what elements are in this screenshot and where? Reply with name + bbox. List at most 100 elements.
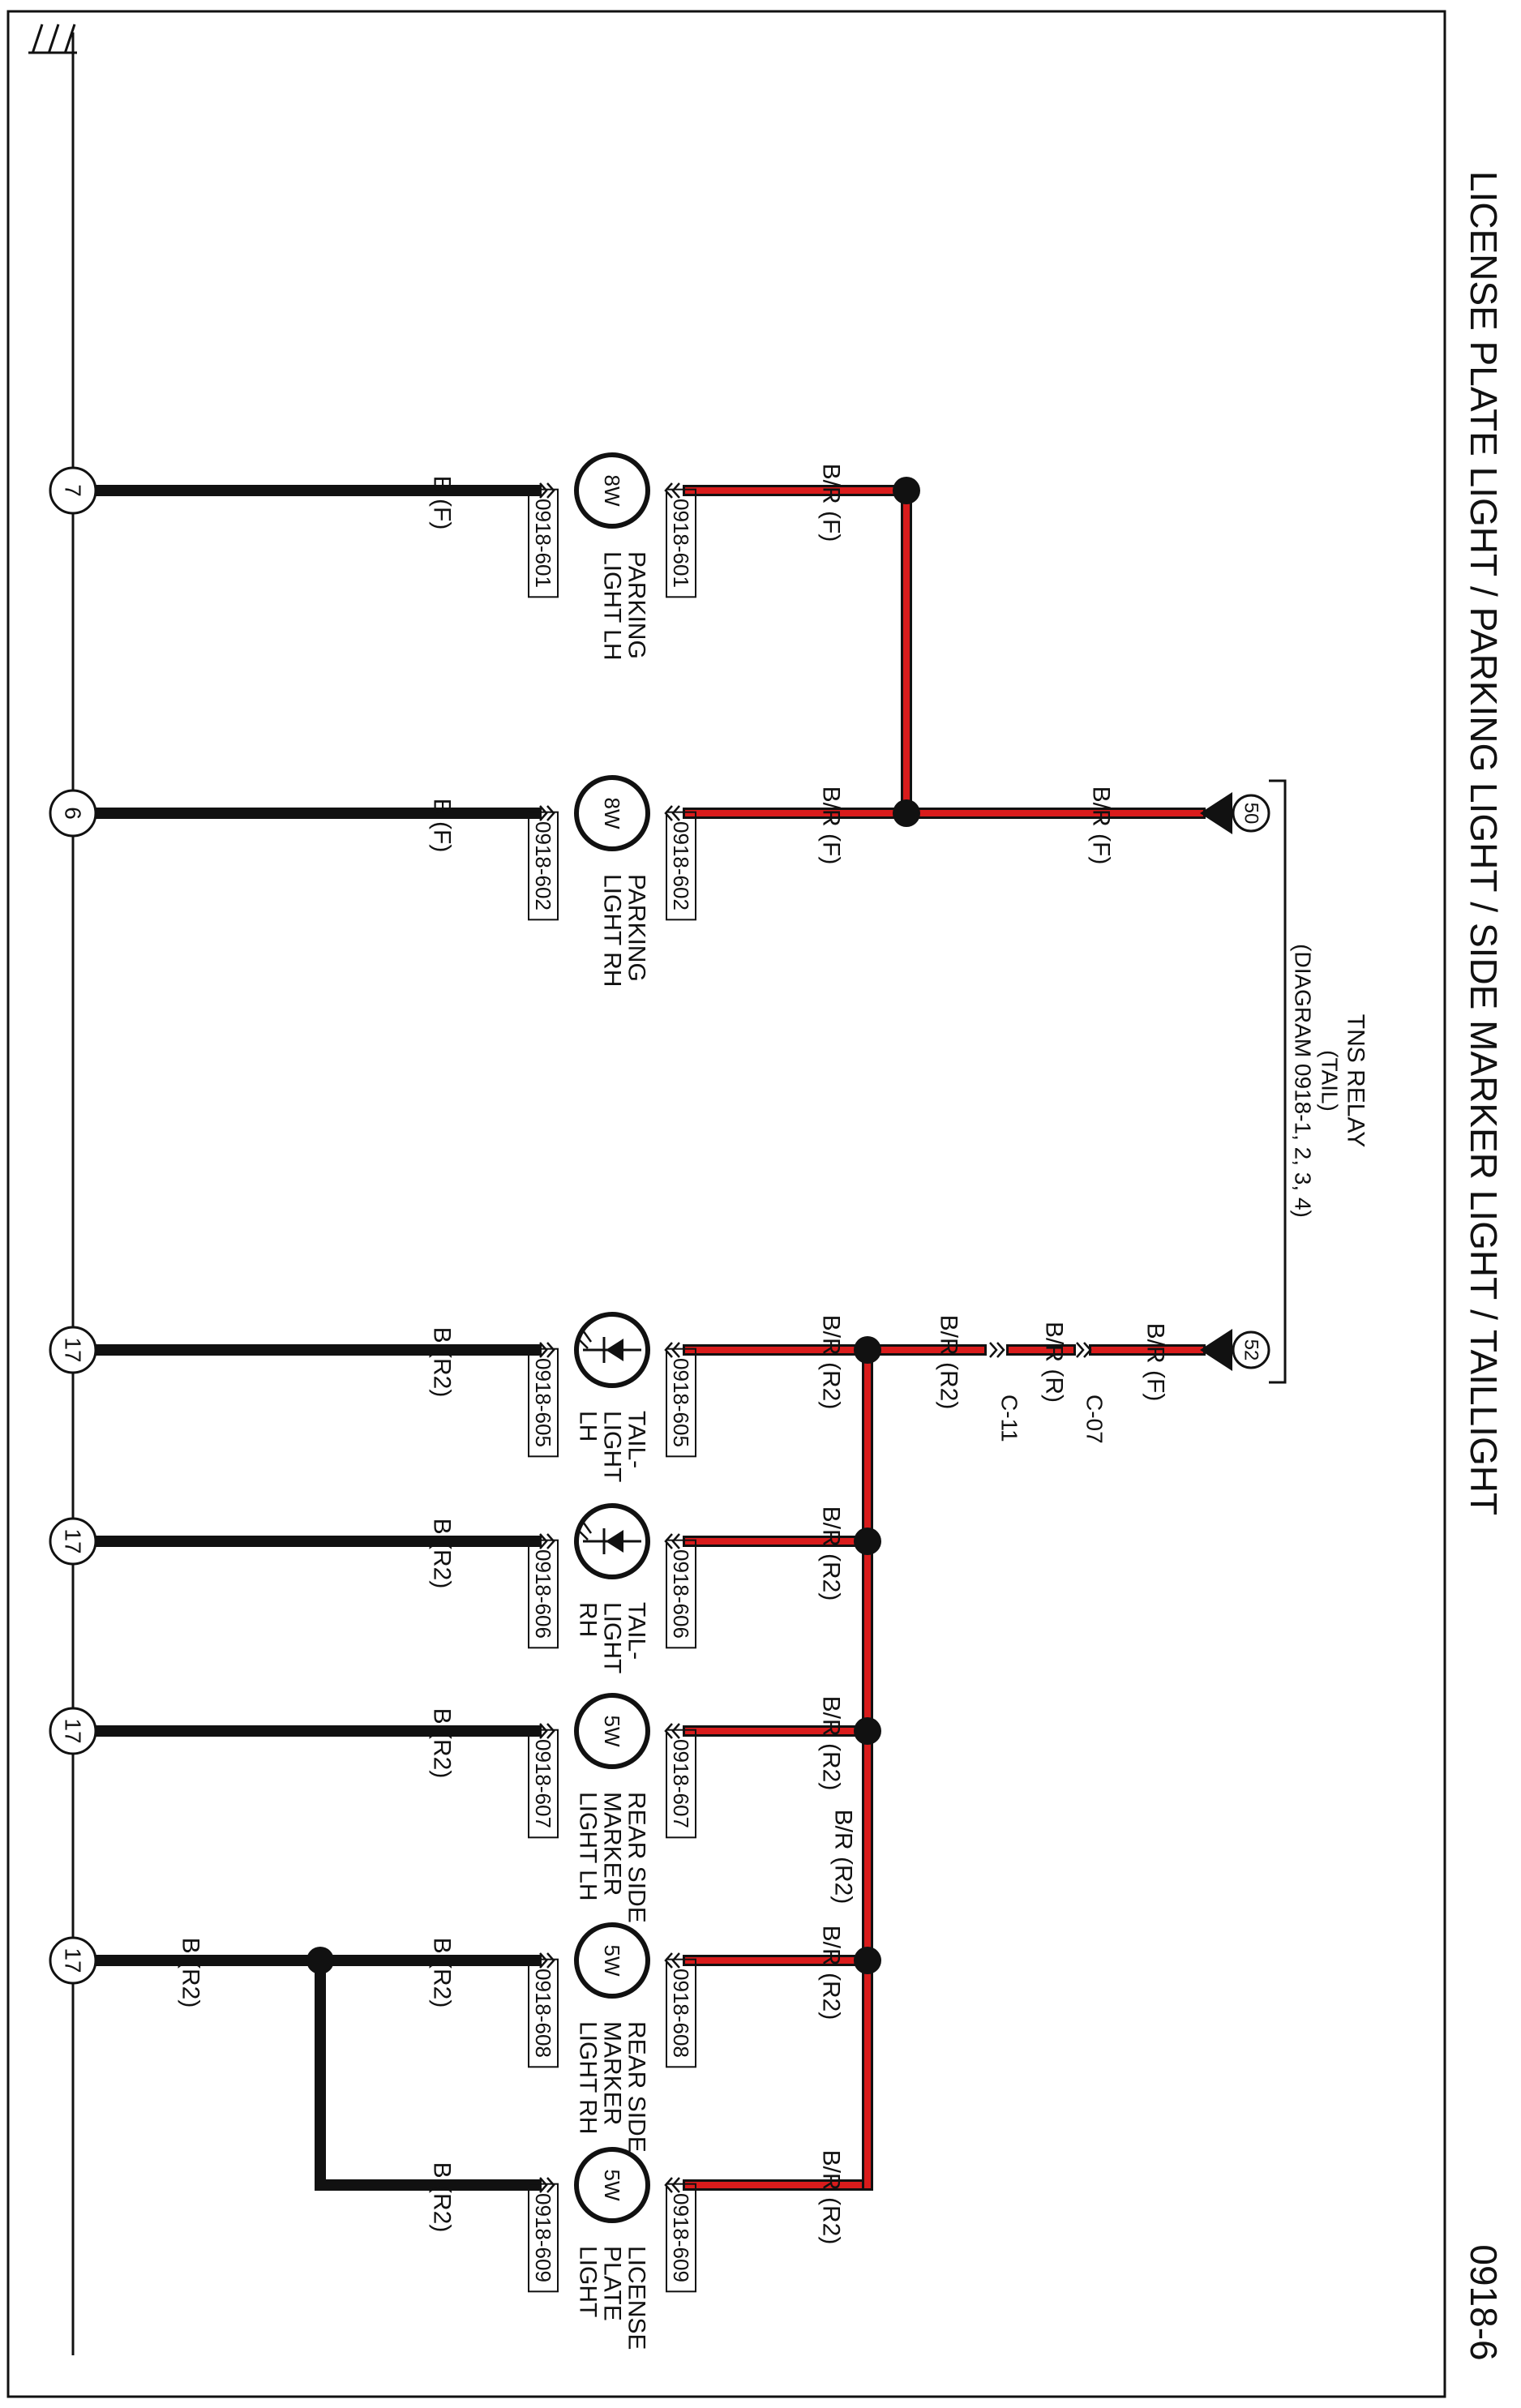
tail-lh-name-line-0: TAIL- [623,1411,650,1468]
parking-rh-power-connector-mark [664,805,680,821]
license-plate-name-line-2: LIGHT [575,2246,602,2317]
tail-rh-ground-connector-box [528,1539,559,1649]
side-marker-rh-lamp [574,1922,650,1999]
page-number: 0918-6 [1463,2244,1505,2360]
tail-lh-ground-connector-mark [539,1342,555,1358]
c11-connector-mark [989,1342,1005,1358]
c11-wire-label: B/R (R2) [936,1315,962,1410]
side-marker-lh-ground-connector-box [528,1729,559,1839]
side-marker-lh-name-line-1: MARKER [599,1792,626,1896]
tail-rh-name-line-2: RH [575,1602,602,1637]
side-marker-rh-ground-wire-label: B (R2) [429,1938,456,2008]
parking-lh-power-connector: 0918-601 [669,499,693,588]
parking-lh-ground-connector: 0918-601 [531,499,555,588]
parking-rh-power-wire-label: B/R (F) [818,786,845,865]
side-marker-rh-ground-connector: 0918-608 [531,1969,555,2058]
side-marker-lh-ground-connector-mark [539,1723,555,1739]
parking-rh-ground-connector-mark [539,805,555,821]
side-marker-lh-name-line-2: LIGHT LH [575,1792,602,1901]
ground-branch-junction [306,1947,334,1974]
side-marker-lh-power-wire-label: B/R (R2) [818,1696,845,1791]
tns-relay-pin-52-arrow [1200,1329,1232,1371]
side-marker-lh-wattage: 5W [600,1716,624,1747]
license-plate-ground-connector-mark [539,2177,555,2193]
c11-label: C-11 [997,1395,1022,1442]
side-marker-lh-name-line-0: REAR SIDE [623,1792,650,1923]
side-marker-lh-ground-terminal-label: 17 [61,1718,86,1743]
c07-label: C-07 [1082,1395,1108,1444]
license-plate-power-connector-box [666,2183,696,2293]
tns-relay-bracket [1269,779,1287,1384]
tail-bus-junction-2 [854,1717,881,1745]
parking-lh-wattage: 8W [600,475,624,507]
parking-lh-power-wire-label: B/R (F) [818,464,845,542]
license-plate-lamp [574,2147,650,2223]
tail-lh-power-connector-mark [664,1342,680,1358]
side-marker-rh-ground-connector-mark [539,1952,555,1969]
parking-lh-ground-connector-box [528,488,559,598]
c07-connector-mark [1076,1342,1092,1358]
side-marker-rh-power-connector-box [666,1958,696,2068]
parking-rh-ground-connector-box [528,811,559,921]
side-marker-lh-ground-wire-label: B (R2) [429,1708,456,1779]
side-marker-rh-name-line-1: MARKER [599,2021,626,2125]
tail-rh-power-connector-box [666,1539,696,1649]
parking-lh-ground-connector-mark [539,482,555,499]
tail-bus-wire-label: B/R (R2) [830,1810,857,1905]
parking-rh-name-line-0: PARKING [623,874,650,982]
tns-relay-sub: (TAIL) [1317,1050,1343,1112]
tail-rh-ground-terminal [49,1517,97,1566]
parking-rh-wattage: 8W [600,798,624,829]
parking-lh-ground-wire-label: B (F) [429,476,456,530]
tail-source-wire-label: B/R (F) [1142,1323,1169,1402]
side-marker-rh-ground-terminal-label: 17 [61,1947,86,1973]
tail-rh-name-line-1: LIGHT [599,1602,626,1673]
license-plate-ground-connector-box [528,2183,559,2293]
side-marker-lh-power-connector-box [666,1729,696,1839]
tail-lh-ground-terminal-label: 17 [61,1337,86,1362]
tail-rh-ground-connector: 0918-606 [531,1549,555,1639]
side-marker-lh-lamp [574,1693,650,1769]
side-marker-lh-power-connector: 0918-607 [669,1739,693,1828]
parking-rh-power-connector: 0918-602 [669,821,693,910]
side-marker-rh-name-line-0: REAR SIDE [623,2021,650,2153]
parking-rh-power-connector-box [666,811,696,921]
tail-lh-power-connector-box [666,1348,696,1458]
side-marker-rh-ground-connector-box [528,1958,559,2068]
tns-relay-pin-52 [1232,1330,1270,1369]
tail-lh-ground-connector-box [528,1348,559,1458]
parking-rh-ground-terminal [49,789,97,838]
tail-lh-name-line-1: LIGHT [599,1411,626,1482]
parking-source-wire-label: B/R (F) [1088,786,1115,865]
tail-bus-junction-0 [854,1336,881,1364]
tns-relay-pin-50-arrow [1200,792,1232,834]
tail-bus-junction-3 [854,1947,881,1974]
tail-lh-ground-connector: 0918-605 [531,1358,555,1447]
tail-lh-name-line-2: LH [575,1411,602,1442]
side-marker-rh-power-connector-mark [664,1952,680,1969]
license-plate-wattage: 5W [600,2170,624,2201]
tail-rh-led-icon [577,1521,641,1554]
tail-bus-junction-1 [854,1527,881,1555]
tail-rh-ground-terminal-label: 17 [61,1528,86,1553]
tns-relay-ref: (DIAGRAM 0918-1, 2, 3, 4) [1291,944,1316,1218]
side-marker-lh-power-connector-mark [664,1723,680,1739]
side-marker-rh-power-wire-label: B/R (R2) [818,1926,845,2020]
tns-relay-name: TNS RELAY [1343,1014,1369,1148]
parking-rh-ground-connector: 0918-602 [531,821,555,910]
tail-lh-power-wire-label: B/R (R2) [818,1315,845,1410]
ground-branch-label: B (R2) [178,1938,204,2008]
page-border [6,10,1446,2398]
parking-lh-power-connector-mark [664,482,680,499]
tail-lh-power-connector: 0918-605 [669,1358,693,1447]
side-marker-rh-power-connector: 0918-608 [669,1969,693,2058]
tail-rh-name-line-0: TAIL- [623,1602,650,1660]
license-plate-power-connector-mark [664,2177,680,2193]
side-marker-rh-wattage: 5W [600,1945,624,1977]
license-plate-ground-connector: 0918-609 [531,2193,555,2282]
license-plate-power-wire-label: B/R (R2) [818,2150,845,2245]
license-plate-name-line-0: LICENSE [623,2246,650,2350]
ground-symbol [28,24,77,54]
tns-relay-pin-50 [1232,794,1270,833]
